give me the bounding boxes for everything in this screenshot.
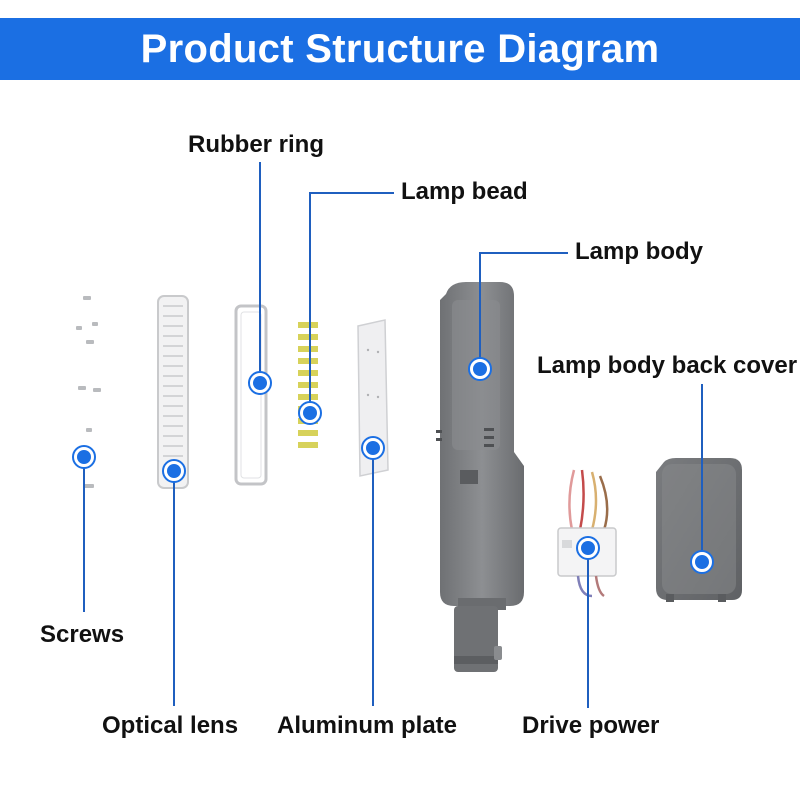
back-cover-part [656, 458, 742, 602]
page-title: Product Structure Diagram [140, 26, 660, 71]
optical-lens-part [157, 295, 189, 489]
markers [72, 357, 714, 574]
marker-back-cover [690, 550, 714, 574]
marker-optical-lens [162, 459, 186, 483]
leader-lamp-bead [309, 192, 394, 413]
leader-lamp-body [479, 252, 568, 369]
label-screws: Screws [40, 621, 125, 648]
label-rubber-ring: Rubber ring [188, 131, 324, 158]
marker-drive-power [576, 536, 600, 560]
lamp-bead-part [298, 322, 318, 448]
label-lamp-body-back-cover: Lamp body back cover [537, 352, 798, 379]
label-drive-power: Drive power [522, 712, 660, 739]
rubber-ring-part [234, 304, 268, 486]
label-lamp-bead: Lamp bead [401, 178, 528, 205]
screws-part [76, 296, 101, 488]
label-optical-lens: Optical lens [102, 712, 239, 739]
leader-lines [83, 162, 703, 708]
label-aluminum-plate: Aluminum plate [277, 712, 458, 739]
marker-rubber-ring [248, 371, 272, 395]
marker-lamp-body [468, 357, 492, 381]
marker-lamp-bead [298, 401, 322, 425]
marker-screws [72, 445, 96, 469]
label-lamp-body: Lamp body [575, 238, 704, 265]
title-banner: Product Structure Diagram [0, 18, 800, 80]
marker-aluminum-plate [361, 436, 385, 460]
